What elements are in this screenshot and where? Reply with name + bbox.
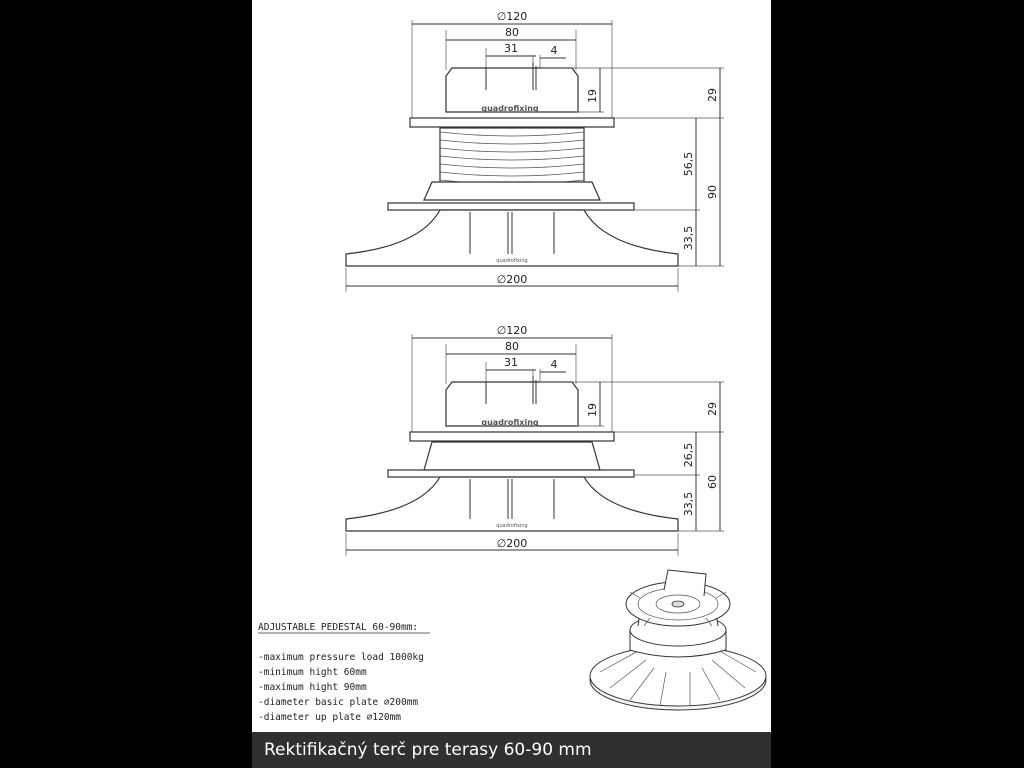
label-80: 80 — [505, 26, 519, 39]
locking-collar — [423, 181, 601, 201]
threaded-spindle — [439, 127, 585, 189]
label-29: 29 — [706, 402, 719, 416]
brand-label: quadrofixing — [481, 418, 539, 427]
spec-item: -minimum hight 60mm — [258, 667, 367, 678]
label-90: 90 — [706, 185, 719, 199]
brand-label-small: quadrofixing — [496, 258, 527, 264]
pedestal-head — [445, 381, 579, 427]
pedestal-perspective-view — [589, 569, 767, 711]
label-dia120: ∅120 — [497, 10, 528, 23]
technical-drawing: ∅120 80 31 4 quadrofixing — [258, 10, 767, 723]
pedestal-drawing-collapsed: ∅120 80 31 4 quadrofixing — [345, 324, 724, 556]
caption-bar: Rektifikačný terč pre terasy 60-90 mm — [252, 732, 771, 768]
brand-label: quadrofixing — [481, 104, 539, 113]
pedestal-drawing-extended: ∅120 80 31 4 quadrofixing — [345, 10, 724, 292]
pedestal-head — [445, 67, 579, 113]
spec-item: -maximum pressure load 1000kg — [258, 652, 424, 663]
spec-item: -diameter up plate ∅120mm — [258, 712, 401, 723]
label-56-5: 56,5 — [682, 152, 695, 177]
product-sheet: ∅120 80 31 4 quadrofixing — [252, 0, 771, 732]
label-33-5: 33,5 — [682, 492, 695, 517]
label-4: 4 — [551, 358, 558, 371]
spec-title: ADJUSTABLE PEDESTAL 60-90mm: — [258, 622, 418, 633]
label-31: 31 — [504, 42, 518, 55]
label-80: 80 — [505, 340, 519, 353]
label-19: 19 — [586, 403, 599, 417]
locking-collar — [423, 441, 601, 471]
label-60: 60 — [706, 475, 719, 489]
label-31: 31 — [504, 356, 518, 369]
label-29: 29 — [706, 88, 719, 102]
top-plate — [409, 117, 615, 128]
top-plate — [409, 431, 615, 442]
spec-item: -diameter basic plate ∅200mm — [258, 697, 418, 708]
specifications-block: ADJUSTABLE PEDESTAL 60-90mm: -maximum pr… — [258, 622, 430, 723]
brand-label-small: quadrofixing — [496, 523, 527, 529]
label-26-5: 26,5 — [682, 443, 695, 468]
middle-flange — [387, 202, 635, 211]
label-dia200: ∅200 — [497, 537, 528, 550]
spec-item: -maximum hight 90mm — [258, 682, 367, 693]
label-dia120: ∅120 — [497, 324, 528, 337]
label-33-5: 33,5 — [682, 226, 695, 251]
label-19: 19 — [586, 89, 599, 103]
label-4: 4 — [551, 44, 558, 57]
middle-flange — [387, 469, 635, 478]
label-dia200: ∅200 — [497, 273, 528, 286]
product-caption: Rektifikačný terč pre terasy 60-90 mm — [264, 740, 592, 760]
